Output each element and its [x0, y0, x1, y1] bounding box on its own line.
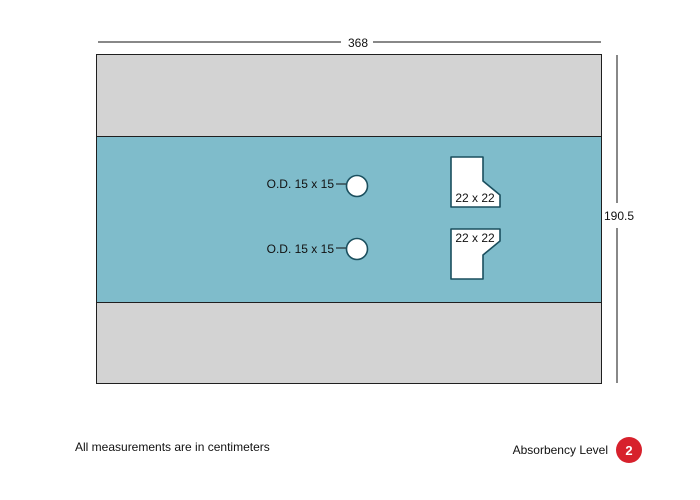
absorbency-indicator: Absorbency Level 2: [513, 437, 642, 463]
cutout-1-label: 22 x 22: [455, 191, 495, 205]
height-dimension-label: 190.5: [604, 209, 634, 223]
measurement-note: All measurements are in centimeters: [75, 440, 270, 454]
width-dimension-label: 368: [348, 36, 368, 50]
panel-bottom-band: [96, 302, 602, 384]
hole-2-label: O.D. 15 x 15: [267, 242, 335, 256]
hole-1-label: O.D. 15 x 15: [267, 177, 335, 191]
cutout-1: 22 x 22: [450, 156, 501, 208]
cutout-2: 22 x 22: [450, 228, 501, 280]
absorbency-label: Absorbency Level: [512, 443, 608, 457]
hole-2-circle: [345, 237, 369, 261]
panel-middle-band: [96, 136, 602, 303]
hole-1: O.D. 15 x 15: [267, 174, 369, 198]
hole-2: O.D. 15 x 15: [267, 237, 369, 261]
panel-top-band: [96, 54, 602, 137]
cutout-1-shape: [450, 156, 501, 208]
cutout-2-label: 22 x 22: [455, 231, 495, 245]
cutout-2-shape: [450, 228, 501, 280]
hole-1-circle: [345, 174, 369, 198]
absorbency-level-badge: 2: [616, 437, 642, 463]
